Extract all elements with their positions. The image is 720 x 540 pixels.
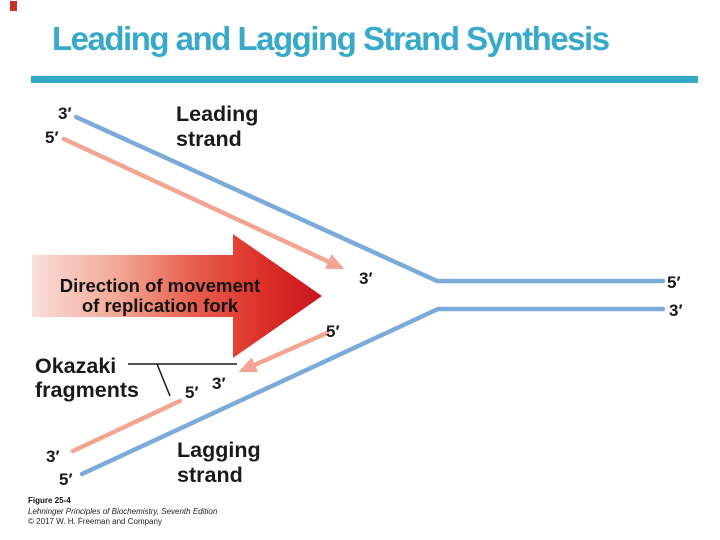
title-underline-rule [31, 76, 698, 83]
prime-label-bottom-left-new-3: 3′ [46, 447, 60, 466]
leading-template-strand-line [73, 114, 666, 284]
prime-label-top-left-new-5: 5′ [45, 128, 59, 147]
prime-label-right-top-5: 5′ [667, 273, 681, 292]
leading-strand-label-line2: strand [176, 127, 242, 151]
direction-arrow-label-line1: Direction of movement [60, 275, 260, 296]
lagging-template-strand-line [79, 306, 666, 477]
prime-label-bottom-left-template-5: 5′ [59, 470, 73, 489]
figure-copyright: © 2017 W. H. Freeman and Company [28, 517, 162, 526]
okazaki-pointer-line-diagonal [156, 363, 171, 397]
okazaki-fragment-2-line [70, 398, 183, 454]
prime-label-fragment1-5: 5′ [326, 322, 340, 341]
okazaki-fragments-label-line2: fragments [35, 378, 139, 402]
replication-fork-direction-arrow [32, 234, 322, 358]
lagging-strand-label-line1: Lagging [177, 438, 261, 462]
leading-strand-label-line1: Leading [176, 102, 258, 126]
figure-source-book: Lehninger Principles of Biochemistry, Se… [28, 506, 218, 516]
okazaki-fragment-1-arrow [238, 330, 330, 373]
corner-accent-mark [10, 1, 17, 11]
prime-label-right-bottom-3: 3′ [669, 301, 683, 320]
slide-title: Leading and Lagging Strand Synthesis [52, 20, 610, 57]
figure-number: Figure 25-4 [28, 496, 71, 505]
prime-label-leading-tip-3: 3′ [359, 269, 373, 288]
prime-label-fragment1-3: 3′ [212, 374, 226, 393]
lagging-strand-label-line2: strand [177, 463, 243, 487]
leading-strand-arrow [61, 136, 345, 270]
prime-label-fragment2-5: 5′ [185, 383, 199, 402]
direction-arrow-label-line2: of replication fork [82, 295, 239, 316]
prime-label-top-left-template-3: 3′ [58, 104, 72, 123]
okazaki-fragments-label-line1: Okazaki [35, 354, 116, 378]
figure-caption: Figure 25-4 Lehninger Principles of Bioc… [28, 496, 217, 528]
